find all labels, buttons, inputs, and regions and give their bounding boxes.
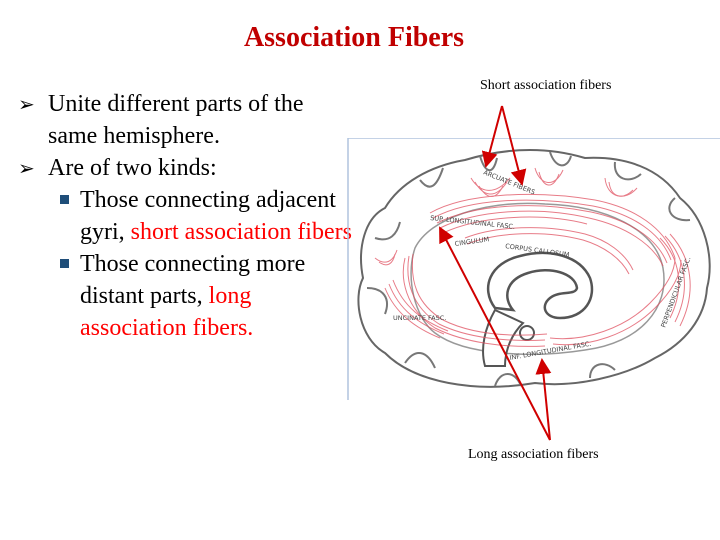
sub-bullet-item: Those connecting more distant parts, lon…: [18, 248, 358, 344]
bullet-text: Are of two kinds:: [48, 155, 217, 181]
bullet-item: ➢ Unite different parts of the same hemi…: [18, 88, 358, 152]
white-matter-boundary: [410, 202, 665, 355]
short-fiber-arrow: [501, 105, 527, 186]
uncinate-label: UNCINATE FASC.: [393, 314, 446, 322]
short-fibers-label: Short association fibers: [480, 78, 612, 93]
brain-fiber-diagram: ARCUATE FIBERS SUP. LONGITUDINAL FASC. C…: [347, 138, 720, 400]
long-fibers-label: Long association fibers: [468, 447, 599, 462]
corpus-callosum-shape: [486, 251, 594, 320]
slide-title: Association Fibers: [243, 22, 465, 53]
sub-bullet-text: Those connecting adjacent gyri,: [80, 187, 336, 245]
bullet-item: ➢ Are of two kinds:: [18, 152, 358, 184]
square-bullet-icon: [60, 259, 69, 268]
sub-bullet-item: Those connecting adjacent gyri, short as…: [18, 184, 358, 248]
long-fiber-arrow: [535, 358, 552, 441]
long-fiber-arrow: [439, 226, 551, 441]
gyri-lines: [366, 151, 691, 387]
sub-bullet-text: Those connecting more distant parts,: [80, 251, 306, 309]
sub-bullet-highlight: long association fibers.: [80, 283, 254, 341]
arrow-bullet-icon: ➢: [18, 92, 35, 116]
square-bullet-icon: [60, 195, 69, 204]
fiber-bundle-cross-section: [519, 325, 535, 341]
bullet-text: Unite different parts of the same hemisp…: [48, 91, 304, 149]
sub-bullet-highlight: short association fibers: [130, 219, 352, 245]
arrow-bullet-icon: ➢: [18, 156, 35, 180]
bullet-list: ➢ Unite different parts of the same hemi…: [18, 88, 358, 344]
fiber-bundles: [374, 167, 691, 347]
short-fiber-arrow: [481, 105, 503, 168]
brainstem-shape: [482, 308, 525, 367]
